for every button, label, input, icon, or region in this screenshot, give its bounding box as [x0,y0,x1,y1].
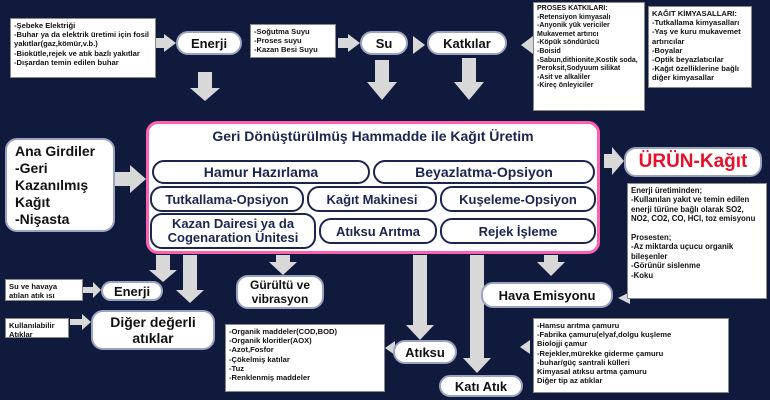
waste-heat-note: Su ve havaya atılan atık ısı [5,279,83,301]
arrow-solid-note [520,340,530,354]
arrow-wastewater-out [406,255,434,340]
arrow-noise-out [269,255,297,275]
step-pulping: Hamur Hazırlama [152,160,370,184]
step-reject-processing: Rejek İşleme [440,218,596,244]
arrow-usable-waste [70,314,91,330]
water-input-label: Su [360,31,408,55]
additives-input-label: Katkılar [427,31,507,55]
arrow-other-out [176,255,204,303]
paper-chemicals-note: KAĞIT KİMYASALLARI: -Tutkallama kimyasal… [648,6,752,88]
step-wastewater-treatment: Atıksu Arıtma [319,218,437,244]
energy-output-label: Enerji [101,281,163,301]
arrow-wastewater-note [385,341,395,355]
arrow-chem-notes [521,36,533,54]
process-title: Geri Dönüştürülmüş Hammadde ile Kağıt Ür… [212,128,534,144]
solid-waste-label: Katı Atık [439,375,523,397]
other-valuables-label: Diğer değerli atıklar [91,310,215,350]
arrow-water-down [367,60,397,100]
arrow-energy-down [190,72,220,101]
arrow-product [604,147,624,175]
energy-sources-note: -Şebeke Elektriği -Buhar ya da elektrik … [10,18,156,78]
step-bleaching: Beyazlatma-Opsiyon [373,160,595,184]
arrow-additives-down [454,58,484,100]
main-inputs-label: Ana Girdiler -Geri Kazanılmış Kağıt -Niş… [5,138,115,232]
process-additives-note: PROSES KATKILARI: -Retensiyon kimyasalı … [533,2,645,111]
wastewater-detail-note: -Organik maddeler(COD,BOD) -Organik klor… [225,324,385,392]
noise-label: Gürültü ve vibrasyon [236,275,324,309]
wastewater-label: Atıksu [393,340,457,364]
step-paper-machine: Kağıt Makinesi [307,186,437,212]
arrow-additives-notes [413,36,425,54]
arrow-main-inputs [114,165,146,193]
air-emissions-note: Enerji üretiminden; -Kullanılan yakıt ve… [627,183,767,299]
solid-waste-detail-note: -Hamsu arıtma çamuru -Fabrika çamuru(ely… [533,318,729,393]
product-label: ÜRÜN-Kağıt [624,147,762,177]
arrow-solid-out [463,255,491,373]
step-boiler: Kazan Dairesi ya da Cogenaration Ünitesi [150,213,316,249]
water-uses-note: -Soğutma Suyu -Proses suyu -Kazan Besi S… [250,24,336,58]
arrow-energy-out [149,255,177,282]
arrow-air-out [537,255,565,276]
energy-input-label: Enerji [176,31,242,55]
air-emission-label: Hava Emisyonu [481,282,613,308]
step-coating: Kuşeleme-Opsiyon [440,186,596,212]
step-sizing: Tutkallama-Opsiyon [150,186,304,212]
arrow-energy-notes [156,34,176,52]
arrow-waste-heat [83,282,101,298]
usable-waste-note: Kullanılabilir Atıklar [5,318,69,339]
arrow-water-notes [338,34,360,52]
